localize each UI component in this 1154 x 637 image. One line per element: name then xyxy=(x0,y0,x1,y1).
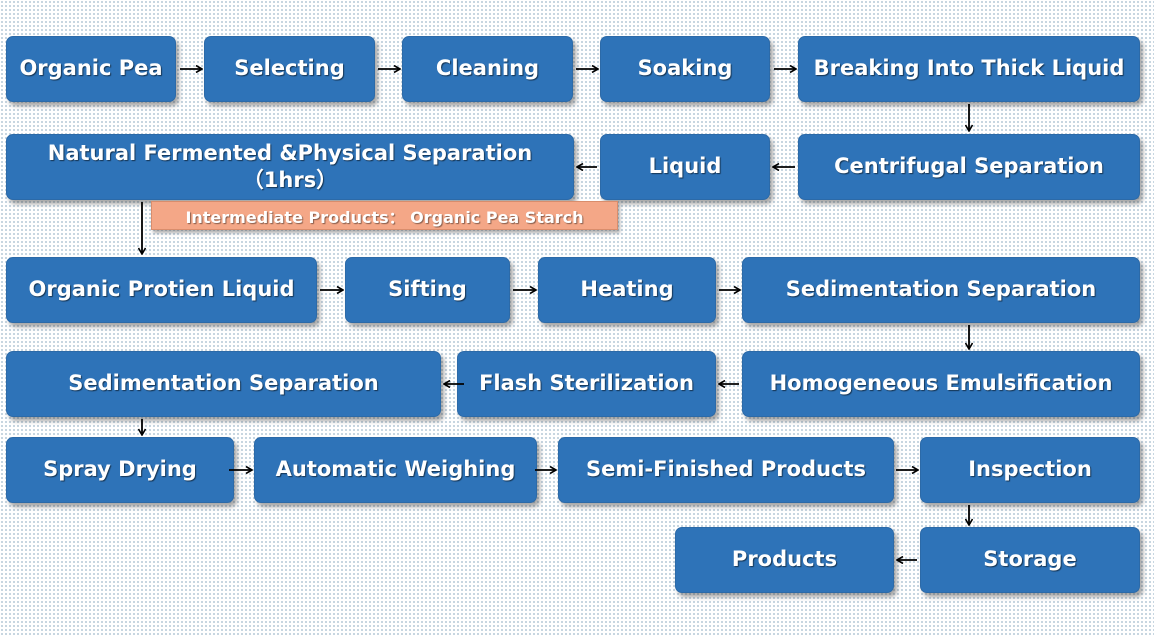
step-sifting: Sifting xyxy=(345,257,510,323)
step-label: Soaking xyxy=(637,56,733,81)
step-label: Spray Drying xyxy=(43,457,197,482)
intermediate-products-note: Intermediate Products： Organic Pea Starc… xyxy=(151,201,618,230)
note-label: Intermediate Products： Organic Pea Starc… xyxy=(185,207,584,227)
step-label: Sedimentation Separation xyxy=(68,371,379,396)
step-cleaning: Cleaning xyxy=(402,36,573,102)
step-label: Heating xyxy=(580,277,674,302)
step-label: Centrifugal Separation xyxy=(834,154,1104,179)
step-label: Homogeneous Emulsification xyxy=(769,371,1113,396)
step-organic-pea: Organic Pea xyxy=(6,36,176,102)
step-label: Inspection xyxy=(968,457,1092,482)
step-sedimentation-separation-2: Sedimentation Separation xyxy=(6,351,441,417)
step-inspection: Inspection xyxy=(920,437,1140,503)
step-label: Products xyxy=(731,547,838,572)
step-spray-drying: Spray Drying xyxy=(6,437,234,503)
step-sedimentation-separation-1: Sedimentation Separation xyxy=(742,257,1140,323)
step-label: Flash Sterilization xyxy=(479,371,694,396)
step-label: Organic Pea xyxy=(19,56,163,81)
step-semi-finished-products: Semi-Finished Products xyxy=(558,437,894,503)
step-selecting: Selecting xyxy=(204,36,375,102)
step-storage: Storage xyxy=(920,527,1140,593)
step-products: Products xyxy=(675,527,894,593)
step-label: Storage xyxy=(983,547,1077,572)
step-liquid: Liquid xyxy=(600,134,770,200)
step-heating: Heating xyxy=(538,257,716,323)
step-natural-fermented-physical-separation: Natural Fermented &Physical Separation （… xyxy=(6,134,574,200)
step-breaking-into-thick-liquid: Breaking Into Thick Liquid xyxy=(798,36,1140,102)
step-flash-sterilization: Flash Sterilization xyxy=(457,351,716,417)
step-label: Liquid xyxy=(648,154,722,179)
step-homogeneous-emulsification: Homogeneous Emulsification xyxy=(742,351,1140,417)
step-automatic-weighing: Automatic Weighing xyxy=(254,437,537,503)
step-centrifugal-separation: Centrifugal Separation xyxy=(798,134,1140,200)
step-label: Sedimentation Separation xyxy=(785,277,1097,302)
step-label: Cleaning xyxy=(435,56,540,81)
step-label: Semi-Finished Products xyxy=(585,457,867,482)
step-label-duration: （1hrs） xyxy=(242,168,338,192)
step-label: Sifting xyxy=(388,277,467,302)
step-soaking: Soaking xyxy=(600,36,770,102)
step-label: Automatic Weighing xyxy=(275,457,516,482)
step-organic-protein-liquid: Organic Protien Liquid xyxy=(6,257,317,323)
step-label: Organic Protien Liquid xyxy=(28,277,295,302)
step-label: Selecting xyxy=(234,56,345,81)
step-label: Natural Fermented &Physical Separation xyxy=(47,140,533,165)
step-label: Breaking Into Thick Liquid xyxy=(813,56,1125,81)
